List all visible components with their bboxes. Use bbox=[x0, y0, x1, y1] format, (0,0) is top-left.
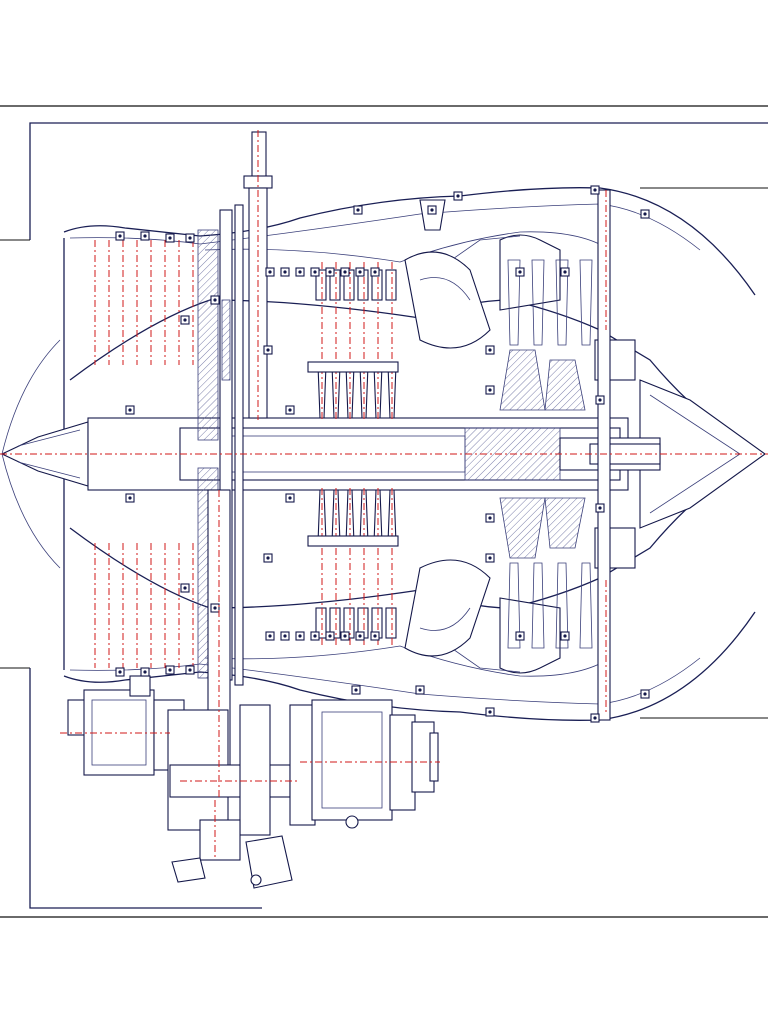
compressor-vane bbox=[315, 607, 327, 639]
bolt-head bbox=[456, 194, 460, 198]
bolt-head bbox=[373, 634, 377, 638]
bolt-head bbox=[298, 270, 302, 274]
main-shaft bbox=[87, 417, 661, 491]
bolt-head bbox=[354, 688, 358, 692]
bolt-head bbox=[288, 408, 292, 412]
bolt-head bbox=[188, 668, 192, 672]
hp-compressor-blade-rows bbox=[307, 262, 399, 646]
bolt-head bbox=[598, 506, 602, 510]
bolt-head bbox=[328, 270, 332, 274]
bolt-head bbox=[188, 236, 192, 240]
bolt-head bbox=[598, 398, 602, 402]
compressor-vane bbox=[315, 269, 327, 301]
bolt-head bbox=[358, 270, 362, 274]
bolt-head bbox=[213, 298, 217, 302]
turbine-blade bbox=[579, 259, 593, 346]
bolt-head bbox=[373, 270, 377, 274]
bolt-head bbox=[488, 348, 492, 352]
compressor-vane bbox=[385, 607, 397, 639]
compressor-drum bbox=[307, 361, 399, 373]
bolt-head bbox=[343, 270, 347, 274]
bolt-head bbox=[593, 716, 597, 720]
turbine-blade bbox=[579, 562, 593, 649]
compressor-vane bbox=[385, 269, 397, 301]
compressor-vane bbox=[329, 269, 341, 301]
bolt-head bbox=[183, 318, 187, 322]
compressor-vane bbox=[329, 607, 341, 639]
turbine-blade bbox=[555, 259, 569, 346]
bolt-head bbox=[268, 270, 272, 274]
centerlines bbox=[0, 130, 768, 860]
bolt-head bbox=[343, 634, 347, 638]
turbine-blade bbox=[555, 562, 569, 649]
turbine-blade bbox=[507, 562, 521, 649]
bolt-head bbox=[488, 388, 492, 392]
bolt-head bbox=[143, 234, 147, 238]
bolt-head bbox=[430, 208, 434, 212]
bolt-head bbox=[283, 270, 287, 274]
bolt-head bbox=[488, 516, 492, 520]
bolt-head bbox=[143, 670, 147, 674]
bolt-head bbox=[268, 634, 272, 638]
bolt-head bbox=[266, 348, 270, 352]
bolt-head bbox=[593, 188, 597, 192]
bolt-head bbox=[356, 208, 360, 212]
fastener-details bbox=[115, 185, 650, 723]
turbine-blade bbox=[531, 259, 545, 346]
bolt-head bbox=[643, 212, 647, 216]
bolt-head bbox=[118, 234, 122, 238]
bolt-head bbox=[488, 710, 492, 714]
turbine-blade-rows bbox=[507, 259, 593, 649]
fan-blade-row bbox=[94, 240, 194, 668]
bolt-head bbox=[418, 688, 422, 692]
bolt-head bbox=[118, 670, 122, 674]
bolt-head bbox=[563, 270, 567, 274]
bolt-head bbox=[358, 634, 362, 638]
bolt-head bbox=[328, 634, 332, 638]
bolt-head bbox=[563, 634, 567, 638]
bolt-head bbox=[518, 270, 522, 274]
bolt-head bbox=[313, 634, 317, 638]
drawing-frame bbox=[0, 105, 768, 918]
bolt-head bbox=[128, 496, 132, 500]
bolt-head bbox=[128, 408, 132, 412]
compressor-drum bbox=[307, 535, 399, 547]
bolt-head bbox=[518, 634, 522, 638]
bolt-head bbox=[168, 668, 172, 672]
combustion-chamber bbox=[404, 199, 491, 657]
turbine-blade bbox=[531, 562, 545, 649]
bolt-head bbox=[643, 692, 647, 696]
bolt-head bbox=[313, 270, 317, 274]
bolt-head bbox=[213, 606, 217, 610]
bolt-head bbox=[283, 634, 287, 638]
bolt-head bbox=[298, 634, 302, 638]
bolt-head bbox=[266, 556, 270, 560]
bolt-head bbox=[488, 556, 492, 560]
turbine-blade bbox=[507, 259, 521, 346]
accessory-gearbox bbox=[67, 675, 439, 889]
bolt-head bbox=[288, 496, 292, 500]
bolt-head bbox=[183, 586, 187, 590]
bolt-head bbox=[168, 236, 172, 240]
